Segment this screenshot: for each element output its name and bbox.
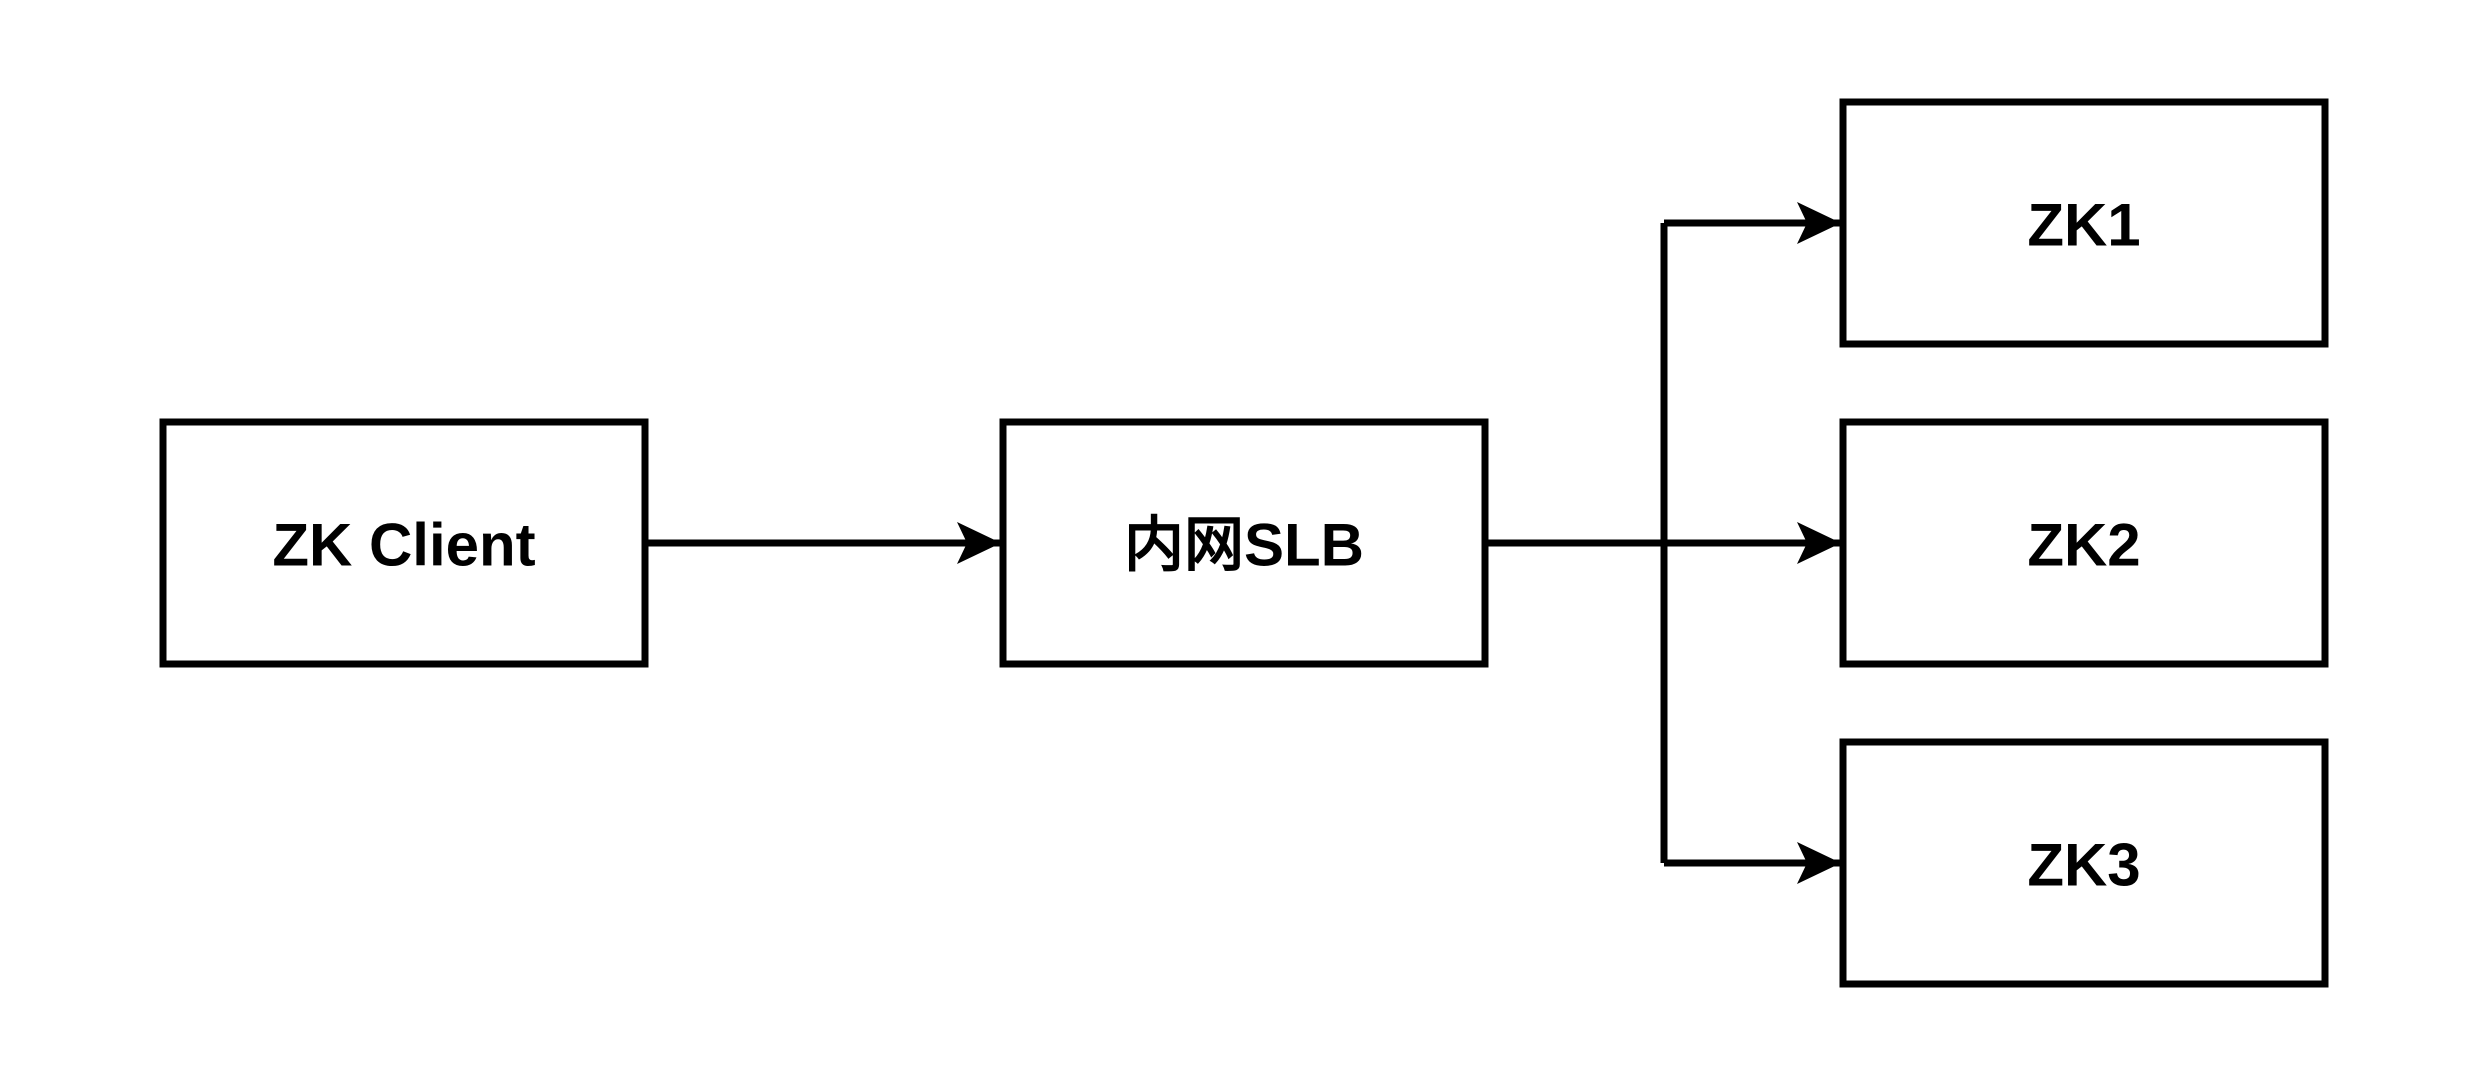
arrowhead-icon-to-zk1	[1797, 202, 1841, 244]
node-zk-client-box	[159, 418, 649, 668]
arrowhead-icon-to-zk3	[1797, 842, 1841, 884]
edge-slb-to-zk2[interactable]	[1664, 522, 1841, 564]
node-zk1[interactable]: ZK1	[1839, 98, 2329, 348]
edge-zk-client-to-slb[interactable]	[645, 522, 1001, 564]
node-slb-label: 内网SLB	[1124, 512, 1364, 579]
node-zk3-label: ZK3	[2027, 832, 2140, 899]
node-slb-box	[999, 418, 1489, 668]
node-zk2[interactable]: ZK2	[1839, 418, 2329, 668]
edge-slb-to-zk3[interactable]	[1664, 842, 1841, 884]
edge-layer	[645, 202, 1841, 884]
node-zk1-label: ZK1	[2027, 192, 2140, 259]
node-zk-client-label: ZK Client	[272, 512, 535, 579]
node-zk3[interactable]: ZK3	[1839, 738, 2329, 988]
node-zk2-label: ZK2	[2027, 512, 2140, 579]
node-zk2-box	[1839, 418, 2329, 668]
node-zk1-box	[1839, 98, 2329, 348]
node-zk3-box	[1839, 738, 2329, 988]
edge-slb-to-zk1[interactable]	[1664, 202, 1841, 244]
arrowhead-icon-to-zk2	[1797, 522, 1841, 564]
arrowhead-icon-to-slb	[957, 522, 1001, 564]
node-slb[interactable]: 内网SLB	[999, 418, 1489, 668]
node-zk-client[interactable]: ZK Client	[159, 418, 649, 668]
node-layer: ZK Client 内网SLB ZK1 ZK2 ZK3	[159, 98, 2329, 988]
